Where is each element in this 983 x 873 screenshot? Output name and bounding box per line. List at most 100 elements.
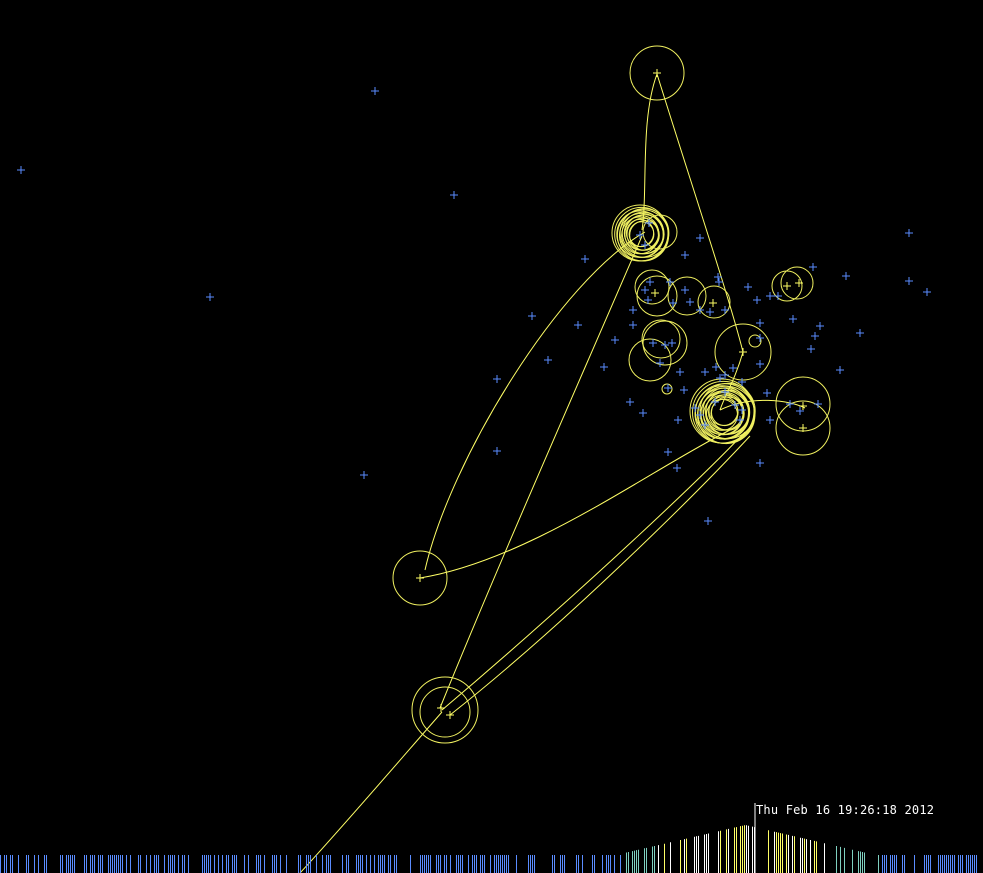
crosshair-point-icon bbox=[799, 424, 807, 432]
crosshair-point-icon bbox=[905, 277, 913, 285]
ring-marker-icon bbox=[624, 214, 665, 255]
crosshair-point-icon bbox=[581, 255, 589, 263]
crosshair-point-icon bbox=[493, 447, 501, 455]
ring-marker-icon bbox=[697, 285, 731, 319]
ring-marker-icon bbox=[714, 323, 772, 381]
crosshair-point-icon bbox=[729, 364, 737, 372]
ring-marker-icon bbox=[419, 686, 471, 738]
ring-markers bbox=[392, 45, 831, 744]
crosshair-point-icon bbox=[691, 404, 699, 412]
crosshair-point-icon bbox=[744, 283, 752, 291]
ring-marker-icon bbox=[667, 276, 707, 316]
crosshair-point-icon bbox=[789, 315, 797, 323]
crosshair-point-icon bbox=[664, 448, 672, 456]
crosshair-point-icon bbox=[763, 389, 771, 397]
crosshair-point-icon bbox=[905, 229, 913, 237]
trail-path bbox=[424, 231, 646, 571]
crosshair-point-icon bbox=[739, 348, 747, 356]
ring-marker-icon bbox=[642, 320, 688, 366]
crosshair-point-icon bbox=[696, 234, 704, 242]
crosshair-point-icon bbox=[756, 319, 764, 327]
crosshair-point-icon bbox=[686, 298, 694, 306]
trail-path bbox=[299, 711, 443, 873]
crosshair-point-icon bbox=[786, 400, 794, 408]
crosshair-point-icon bbox=[738, 378, 746, 386]
crosshair-point-icon bbox=[673, 464, 681, 472]
crosshair-point-icon bbox=[629, 306, 637, 314]
crosshair-point-icon bbox=[756, 334, 764, 342]
trail-path bbox=[656, 73, 744, 353]
crosshair-point-icon bbox=[656, 359, 664, 367]
crosshair-point-icon bbox=[668, 339, 676, 347]
crosshair-point-icon bbox=[649, 339, 657, 347]
crosshair-point-icon bbox=[416, 574, 424, 582]
timeline-bar bbox=[0, 825, 977, 873]
crosshair-point-icon bbox=[450, 191, 458, 199]
crosshair-point-icon bbox=[721, 371, 729, 379]
ring-marker-icon bbox=[636, 275, 678, 317]
crosshair-point-icon bbox=[666, 278, 674, 286]
yellow-cross-markers bbox=[416, 69, 807, 719]
crosshair-point-icon bbox=[756, 459, 764, 467]
trail-path bbox=[441, 431, 746, 711]
crosshair-point-icon bbox=[842, 272, 850, 280]
crosshair-point-icon bbox=[676, 368, 684, 376]
crosshair-point-icon bbox=[641, 286, 649, 294]
crosshair-point-icon bbox=[816, 322, 824, 330]
crosshair-point-icon bbox=[651, 289, 659, 297]
crosshair-point-icon bbox=[836, 366, 844, 374]
trail-path bbox=[449, 435, 751, 716]
crosshair-point-icon bbox=[856, 329, 864, 337]
crosshair-point-icon bbox=[807, 345, 815, 353]
crosshair-point-icon bbox=[756, 360, 764, 368]
crosshair-point-icon bbox=[712, 363, 720, 371]
ring-marker-icon bbox=[771, 270, 803, 302]
crosshair-point-icon bbox=[736, 416, 744, 424]
crosshair-point-icon bbox=[701, 368, 709, 376]
crosshair-point-icon bbox=[704, 517, 712, 525]
crosshair-point-icon bbox=[923, 288, 931, 296]
trail-path bbox=[719, 351, 744, 411]
crosshair-point-icon bbox=[528, 312, 536, 320]
crosshair-point-icon bbox=[680, 386, 688, 394]
timestamp-label: Thu Feb 16 19:26:18 2012 bbox=[756, 803, 935, 817]
crosshair-point-icon bbox=[696, 306, 704, 314]
ring-marker-icon bbox=[748, 334, 762, 348]
point-markers bbox=[17, 87, 931, 525]
crosshair-point-icon bbox=[731, 401, 739, 409]
ring-marker-icon bbox=[628, 221, 655, 248]
crosshair-point-icon bbox=[701, 421, 709, 429]
crosshair-point-icon bbox=[709, 299, 717, 307]
crosshair-point-icon bbox=[639, 409, 647, 417]
crosshair-point-icon bbox=[809, 263, 817, 271]
crosshair-point-icon bbox=[17, 166, 25, 174]
ring-marker-icon bbox=[411, 676, 479, 744]
crosshair-point-icon bbox=[544, 356, 552, 364]
crosshair-point-icon bbox=[636, 231, 644, 239]
ring-marker-icon bbox=[641, 319, 681, 359]
ring-marker-icon bbox=[629, 45, 685, 101]
crosshair-point-icon bbox=[796, 407, 804, 415]
ring-marker-icon bbox=[780, 266, 814, 300]
crosshair-point-icon bbox=[641, 241, 649, 249]
crosshair-point-icon bbox=[600, 363, 608, 371]
trail-paths bbox=[299, 73, 806, 873]
crosshair-point-icon bbox=[753, 296, 761, 304]
crosshair-point-icon bbox=[799, 402, 807, 410]
crosshair-point-icon bbox=[437, 704, 445, 712]
crosshair-point-icon bbox=[783, 282, 791, 290]
ring-marker-icon bbox=[634, 269, 670, 305]
crosshair-point-icon bbox=[661, 341, 669, 349]
ring-marker-icon bbox=[628, 338, 672, 382]
crosshair-point-icon bbox=[795, 279, 803, 287]
crosshair-point-icon bbox=[493, 375, 501, 383]
crosshair-point-icon bbox=[646, 278, 654, 286]
crosshair-point-icon bbox=[644, 296, 652, 304]
crosshair-point-icon bbox=[206, 293, 214, 301]
crosshair-point-icon bbox=[681, 251, 689, 259]
trail-path bbox=[419, 429, 731, 579]
crosshair-point-icon bbox=[629, 321, 637, 329]
crosshair-point-icon bbox=[674, 416, 682, 424]
ring-marker-icon bbox=[711, 398, 739, 427]
